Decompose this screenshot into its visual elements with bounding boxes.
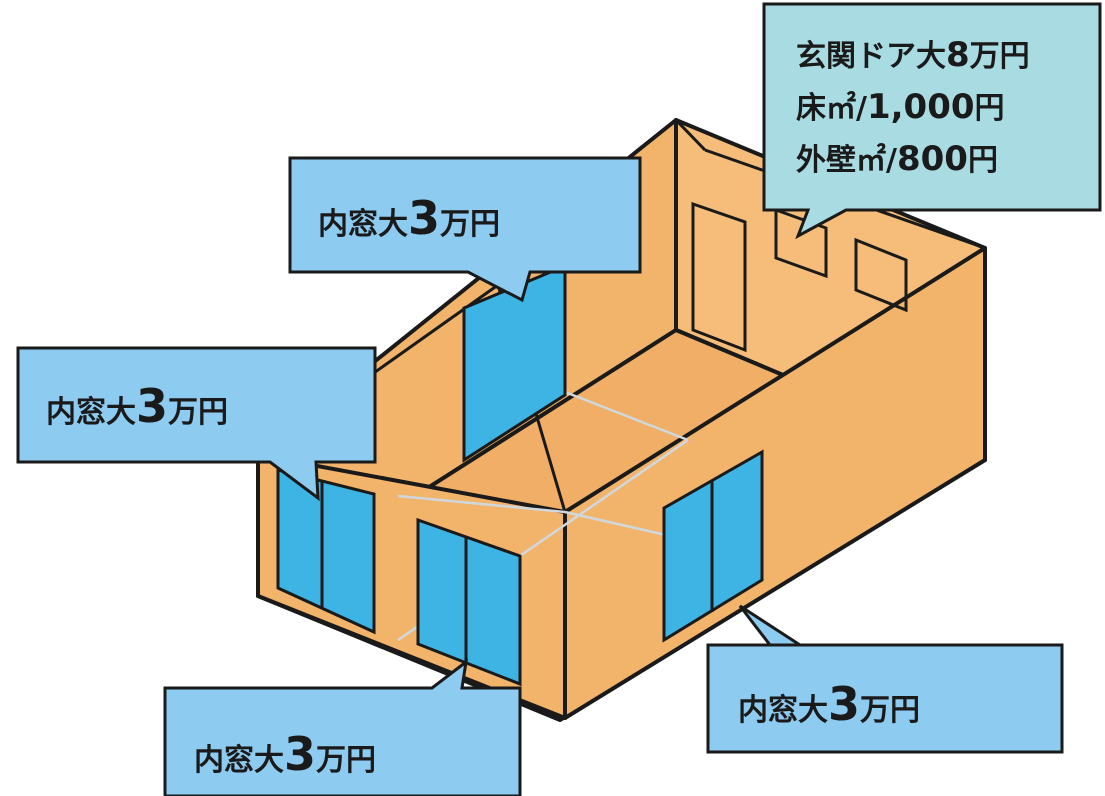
svg-text:床㎡/1,000円: 床㎡/1,000円 — [796, 87, 1005, 127]
info-line1-num: 8 — [946, 35, 970, 75]
callout-bottom-prefix: 内窓大 — [194, 743, 284, 778]
callout-right-prefix: 内窓大 — [738, 693, 828, 728]
callout-bottom-window: 内窓大3万円 — [163, 658, 522, 796]
info-line3-num: 800 — [897, 139, 968, 179]
svg-text:内窓大3万円: 内窓大3万円 — [318, 191, 500, 245]
callout-bottom-number: 3 — [284, 727, 316, 781]
window-front-center — [416, 517, 522, 687]
callout-right-suffix: 万円 — [860, 693, 920, 728]
info-line2-unit: 円 — [975, 91, 1005, 126]
info-line1-unit: 万円 — [970, 39, 1030, 74]
info-line3-text: 外壁㎡/ — [796, 143, 897, 178]
info-line3-unit: 円 — [968, 143, 998, 178]
window-back-wall — [462, 263, 567, 463]
info-line2-text: 床㎡/ — [796, 91, 867, 126]
svg-text:内窓大3万円: 内窓大3万円 — [738, 677, 920, 731]
callout-top-number: 3 — [408, 191, 440, 245]
svg-text:玄関ドア大8万円: 玄関ドア大8万円 — [796, 35, 1030, 75]
callout-top-suffix: 万円 — [440, 207, 500, 242]
info-box: 玄関ドア大8万円 床㎡/1,000円 外壁㎡/800円 — [762, 2, 1102, 240]
info-line1-text: 玄関ドア大 — [796, 39, 946, 74]
callout-left-prefix: 内窓大 — [46, 395, 136, 430]
callout-left-window: 内窓大3万円 — [16, 346, 377, 502]
callout-right-window: 内窓大3万円 — [706, 604, 1064, 754]
svg-text:内窓大3万円: 内窓大3万円 — [194, 727, 376, 781]
callout-top-window: 内窓大3万円 — [288, 156, 642, 303]
callout-left-suffix: 万円 — [168, 395, 228, 430]
window-front-left — [276, 468, 376, 635]
windows — [276, 263, 764, 687]
back-window-2 — [854, 237, 908, 313]
svg-text:内窓大3万円: 内窓大3万円 — [46, 379, 228, 433]
entry-door — [691, 201, 747, 353]
callout-left-number: 3 — [136, 379, 168, 433]
callout-right-number: 3 — [828, 677, 860, 731]
callout-bottom-suffix: 万円 — [316, 743, 376, 778]
svg-text:外壁㎡/800円: 外壁㎡/800円 — [796, 139, 998, 179]
info-line2-num: 1,000 — [867, 87, 975, 127]
callout-top-prefix: 内窓大 — [318, 207, 408, 242]
